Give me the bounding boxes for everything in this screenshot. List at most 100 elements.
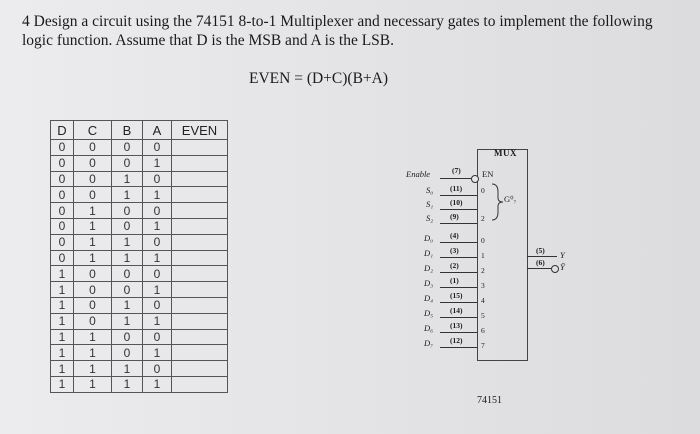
- table-cell: 1: [142, 281, 172, 298]
- data-input-label: D₀: [424, 233, 434, 243]
- table-cell: 1: [142, 217, 172, 235]
- header-d: D: [50, 120, 74, 140]
- g-label: G⁰₇: [504, 194, 517, 204]
- select-index-2: 2: [481, 214, 485, 223]
- mux-74151-symbol: MUX Enable (7) EN S₀ (11)S₁ (10)S₂ (9) 0…: [404, 140, 644, 420]
- table-cell[interactable]: [171, 139, 228, 156]
- table-cell: 0: [50, 217, 74, 235]
- table-cell[interactable]: [171, 360, 228, 377]
- output-pin-number: (6): [536, 258, 545, 267]
- table-cell[interactable]: [171, 265, 228, 283]
- table-cell: 0: [50, 202, 74, 219]
- mux-title: MUX: [494, 148, 517, 158]
- table-cell: 1: [73, 202, 112, 219]
- data-input-pin-number: (13): [450, 321, 463, 330]
- table-cell: 0: [73, 154, 112, 172]
- table-cell: 1: [50, 360, 74, 377]
- select-label: S₁: [426, 199, 434, 209]
- table-cell: 1: [73, 360, 112, 377]
- table-cell: 1: [142, 312, 172, 330]
- select-label: S₀: [426, 185, 434, 195]
- table-cell: 0: [50, 139, 74, 156]
- table-cell[interactable]: [171, 375, 228, 393]
- table-cell: 1: [111, 186, 143, 204]
- table-cell[interactable]: [171, 233, 228, 251]
- question-text: 4 Design a circuit using the 74151 8-to-…: [22, 12, 692, 50]
- table-cell[interactable]: [171, 170, 228, 188]
- table-cell: 0: [73, 296, 112, 314]
- output-label: Y: [560, 250, 565, 260]
- table-cell: 1: [111, 312, 143, 330]
- data-input-index: 6: [481, 326, 485, 335]
- table-cell: 0: [111, 265, 143, 283]
- table-cell: 1: [111, 375, 143, 393]
- table-cell: 1: [50, 281, 74, 298]
- question-line-2: logic function. Assume that D is the MSB…: [22, 32, 394, 49]
- table-cell: 1: [142, 249, 172, 267]
- data-input-label: D₂: [424, 263, 434, 273]
- table-cell: 1: [73, 344, 112, 362]
- table-cell[interactable]: [171, 296, 228, 314]
- question-line-1: 4 Design a circuit using the 74151 8-to-…: [22, 13, 653, 30]
- data-input-index: 0: [481, 236, 485, 245]
- table-cell[interactable]: [171, 281, 228, 298]
- table-cell: 1: [73, 233, 112, 251]
- table-cell[interactable]: [171, 344, 228, 362]
- table-cell: 0: [73, 265, 112, 283]
- output-line: [527, 268, 551, 269]
- data-input-pin-number: (12): [450, 336, 463, 345]
- table-cell: 0: [142, 360, 172, 377]
- data-input-pin-number: (3): [450, 246, 459, 255]
- data-input-line: [440, 302, 477, 303]
- table-cell[interactable]: [171, 154, 228, 172]
- table-cell: 0: [142, 170, 172, 188]
- header-a: A: [142, 120, 172, 140]
- data-input-label: D₁: [424, 248, 434, 258]
- data-input-pin-number: (15): [450, 291, 463, 300]
- table-cell: 0: [50, 233, 74, 251]
- select-brace-icon: [491, 183, 504, 221]
- table-cell[interactable]: [171, 186, 228, 204]
- data-input-index: 4: [481, 296, 485, 305]
- select-index-0: 0: [481, 186, 485, 195]
- table-cell: 0: [111, 281, 143, 298]
- output-label: Ȳ: [560, 262, 565, 272]
- table-cell: 0: [50, 154, 74, 172]
- data-input-index: 3: [481, 281, 485, 290]
- enable-bubble: [471, 175, 479, 183]
- table-cell: 1: [111, 360, 143, 377]
- data-input-pin-number: (2): [450, 261, 459, 270]
- table-cell: 1: [142, 154, 172, 172]
- table-cell: 1: [142, 375, 172, 393]
- data-input-label: D₄: [424, 293, 434, 303]
- data-input-line: [440, 257, 477, 258]
- table-cell: 0: [111, 344, 143, 362]
- table-cell: 1: [50, 375, 74, 393]
- data-input-pin-number: (14): [450, 306, 463, 315]
- select-pin-number: (10): [450, 198, 463, 207]
- table-cell[interactable]: [171, 217, 228, 235]
- select-line: [440, 209, 477, 210]
- table-cell: 0: [142, 265, 172, 283]
- table-cell: 1: [111, 296, 143, 314]
- select-line: [440, 223, 477, 224]
- table-cell: 0: [142, 328, 172, 346]
- table-cell: 0: [73, 186, 112, 204]
- table-cell[interactable]: [171, 249, 228, 267]
- truth-table-header: D C B A EVEN: [50, 120, 228, 140]
- table-cell[interactable]: [171, 202, 228, 219]
- table-cell: 0: [73, 139, 112, 156]
- table-cell[interactable]: [171, 328, 228, 346]
- table-cell[interactable]: [171, 312, 228, 330]
- select-line: [440, 195, 477, 196]
- data-input-line: [440, 287, 477, 288]
